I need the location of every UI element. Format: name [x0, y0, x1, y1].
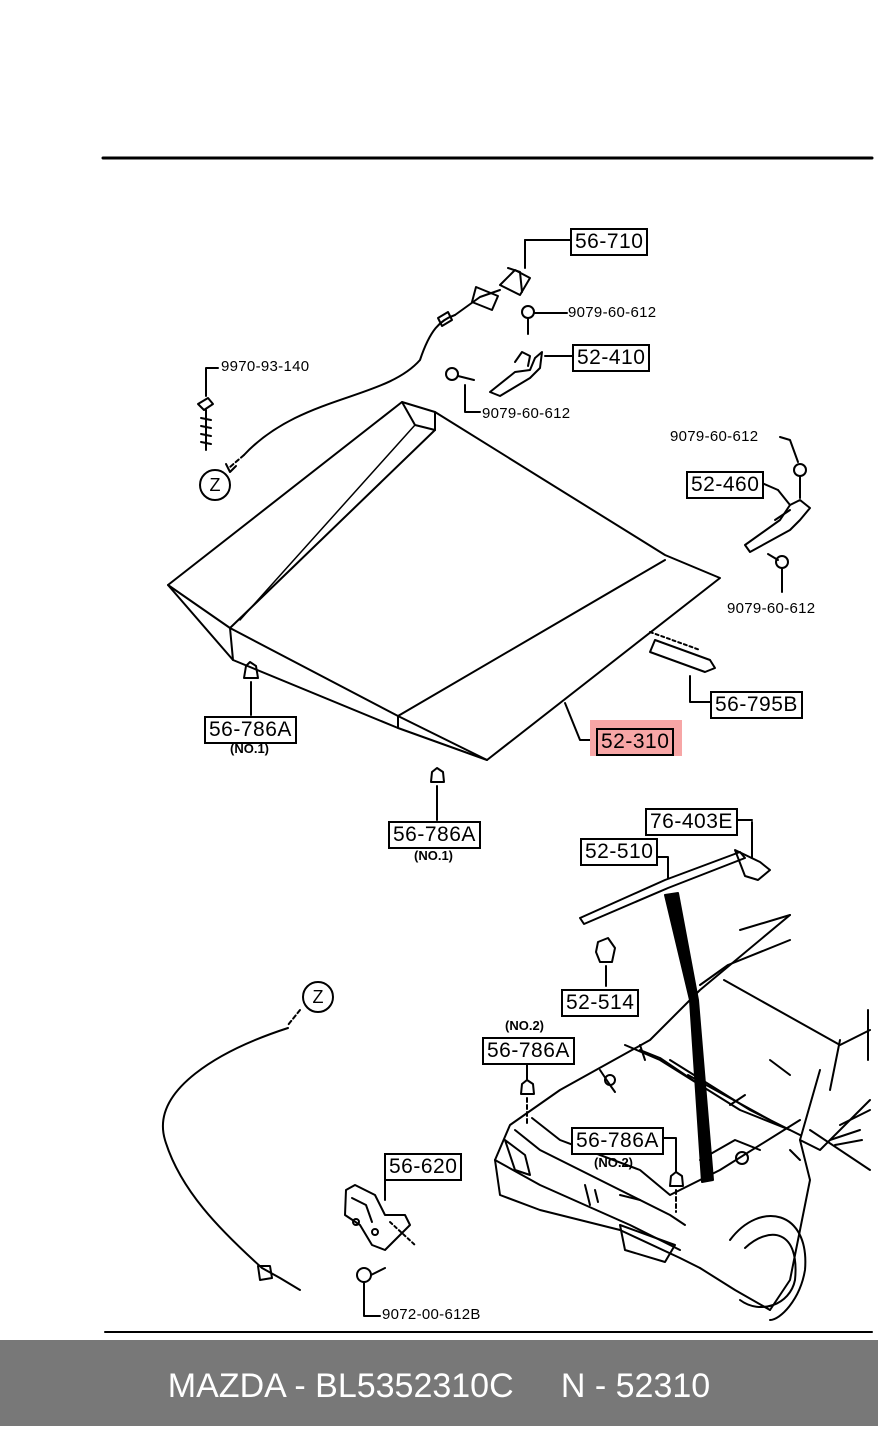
part-56-786A-left[interactable]: 56-786A — [204, 716, 297, 744]
lower-release-cable — [162, 1009, 301, 1291]
note-no1-center: (NO.1) — [414, 848, 453, 863]
hood-safety-hook — [445, 305, 573, 413]
part-56-786A-engine[interactable]: 56-786A — [571, 1127, 664, 1155]
footer-caption: MAZDA - BL5352310C N - 52310 — [167, 1367, 711, 1405]
part-56-786A-lower[interactable]: 56-786A — [482, 1037, 575, 1065]
fastener-9072[interactable]: 9072-00-612B — [382, 1306, 481, 1323]
hood-panel — [167, 401, 721, 761]
bumper-left — [243, 661, 259, 716]
bumper-center — [430, 767, 445, 821]
highlight-52-310 — [590, 720, 682, 756]
part-56-710[interactable]: 56-710 — [570, 228, 649, 256]
screw-9970 — [197, 367, 245, 473]
bumper-engine — [661, 1137, 684, 1213]
part-52-460[interactable]: 52-460 — [686, 471, 765, 499]
weatherstrip — [649, 631, 716, 703]
fastener-9079-d[interactable]: 9079-60-612 — [727, 600, 816, 617]
part-56-786A-center[interactable]: 56-786A — [388, 821, 481, 849]
part-52-310[interactable]: 52-310 — [596, 728, 675, 756]
part-56-620[interactable]: 56-620 — [384, 1153, 463, 1181]
fastener-9079-c[interactable]: 9079-60-612 — [670, 428, 759, 445]
hood-hinge — [744, 436, 811, 593]
ref-z-bottom: Z — [302, 981, 334, 1013]
footer-bar: MAZDA - BL5352310C N - 52310 — [0, 1340, 878, 1426]
ref-z-top: Z — [199, 469, 231, 501]
hood-parts-diagram — [101, 156, 874, 1333]
part-76-403E[interactable]: 76-403E — [645, 808, 738, 836]
prop-rod-clip — [595, 937, 616, 987]
car-body — [494, 914, 871, 1321]
note-no2-lower: (NO.2) — [505, 1018, 544, 1033]
prop-rod-installed — [664, 892, 714, 1183]
note-no1-left: (NO.1) — [230, 741, 269, 756]
fastener-9079-b[interactable]: 9079-60-612 — [482, 405, 571, 422]
part-56-795B[interactable]: 56-795B — [710, 691, 803, 719]
part-52-514[interactable]: 52-514 — [561, 989, 640, 1017]
part-52-410[interactable]: 52-410 — [572, 344, 651, 372]
part-52-510[interactable]: 52-510 — [580, 838, 659, 866]
note-no2-engine: (NO.2) — [594, 1155, 633, 1170]
fastener-9079-a[interactable]: 9079-60-612 — [568, 304, 657, 321]
fastener-9970[interactable]: 9970-93-140 — [221, 358, 310, 375]
hood-release-cable — [243, 239, 571, 456]
hood-latch — [344, 1164, 416, 1317]
